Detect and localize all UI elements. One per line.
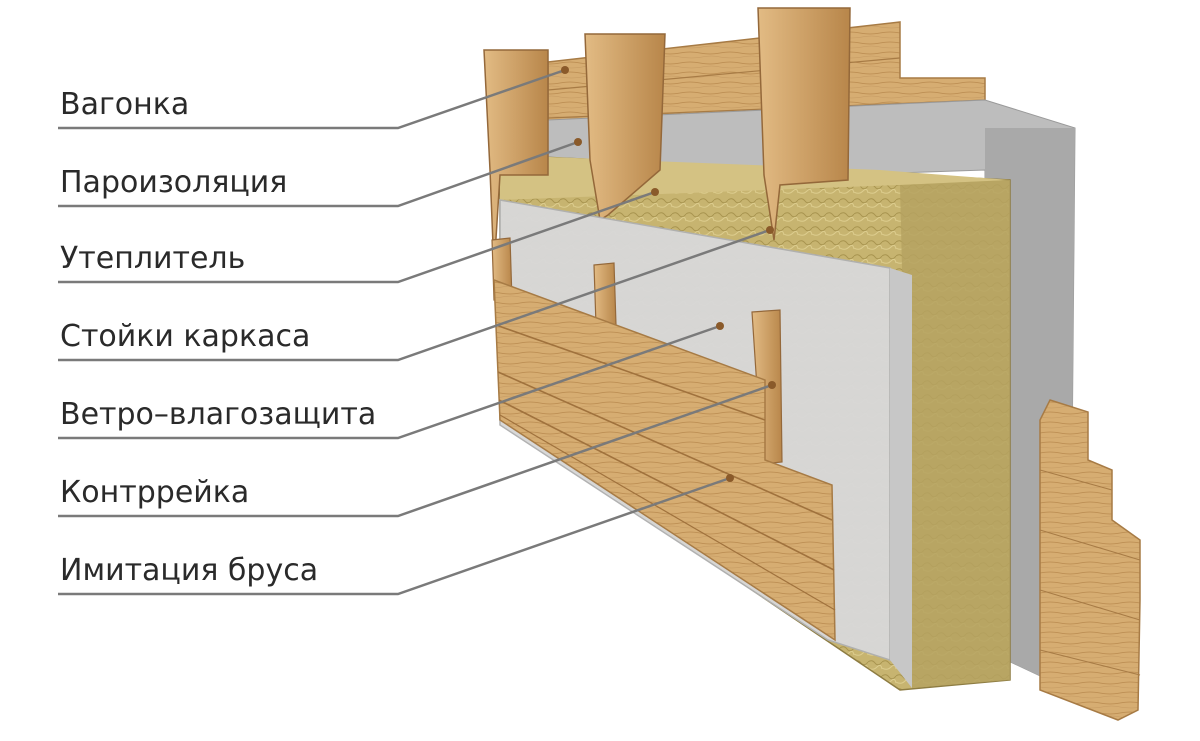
leader-dot-vapor: [574, 138, 582, 146]
leader-lines: [58, 66, 776, 596]
leader-line-vapor: [58, 140, 579, 208]
leader-line-studs: [58, 228, 771, 362]
leader-dot-lining: [561, 66, 569, 74]
leader-dot-studs: [766, 226, 774, 234]
label-lining: Вагонка: [60, 87, 189, 122]
labels: Вагонка Пароизоляция Утеплитель Стойки к…: [60, 87, 376, 588]
interior-lining-right: [1039, 399, 1141, 721]
frame-studs: [483, 7, 851, 271]
label-counter-battens: Контррейка: [60, 475, 249, 510]
label-insulation: Утеплитель: [60, 241, 245, 276]
leader-line-membrane: [58, 324, 721, 440]
label-frame-studs: Стойки каркаса: [60, 319, 310, 354]
label-imitation-timber: Имитация бруса: [60, 553, 318, 588]
leader-dot-membrane: [716, 322, 724, 330]
leader-dot-insulation: [651, 188, 659, 196]
leader-line-lining: [58, 68, 566, 130]
label-vapor-barrier: Пароизоляция: [60, 165, 287, 200]
label-wind-membrane: Ветро–влагозащита: [60, 397, 376, 432]
leader-dot-boards: [726, 474, 734, 482]
leader-line-boards: [58, 476, 731, 596]
leader-dot-battens: [768, 381, 776, 389]
leader-line-insulation: [58, 190, 656, 284]
leader-line-battens: [58, 383, 773, 518]
